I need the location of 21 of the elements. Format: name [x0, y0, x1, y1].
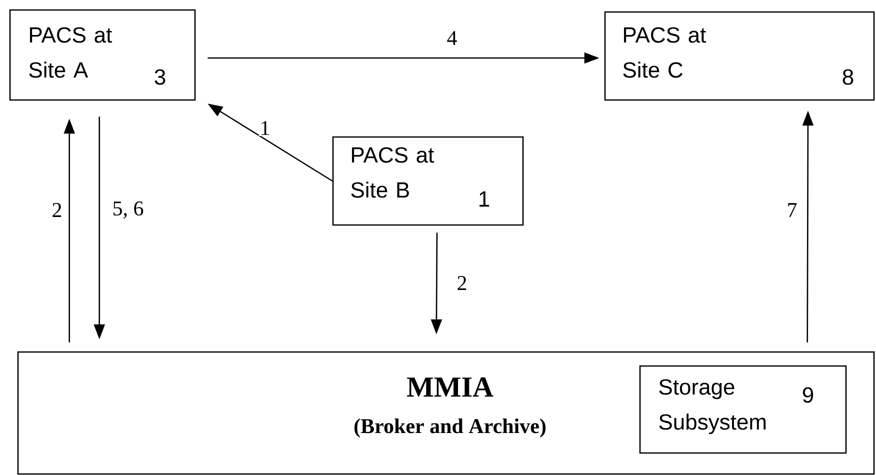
step-number: 9 [802, 387, 814, 403]
title: MMIA [407, 377, 494, 397]
subtitle: (Broker and Archive) [354, 418, 546, 438]
box-label: Storage Subsystem [659, 379, 766, 434]
edge-label: 5, 6 [111, 200, 145, 220]
edge-label: 1 [258, 120, 272, 136]
box-label: PACS at Site C [623, 27, 706, 78]
step-number: 1 [480, 191, 490, 207]
edge-label: 7 [786, 202, 798, 218]
step-number: 3 [154, 69, 166, 85]
system-box [604, 11, 875, 101]
system-box [332, 136, 524, 226]
edge-label: 4 [446, 30, 458, 46]
system-box [9, 9, 196, 101]
edge-label: 2 [456, 275, 468, 291]
box-label: PACS at Site A [29, 27, 112, 78]
box-label: PACS at Site B [351, 147, 434, 198]
archive-box [17, 351, 875, 475]
edge-label: 2 [50, 202, 64, 218]
system-box [639, 365, 847, 454]
step-number: 8 [842, 69, 854, 85]
